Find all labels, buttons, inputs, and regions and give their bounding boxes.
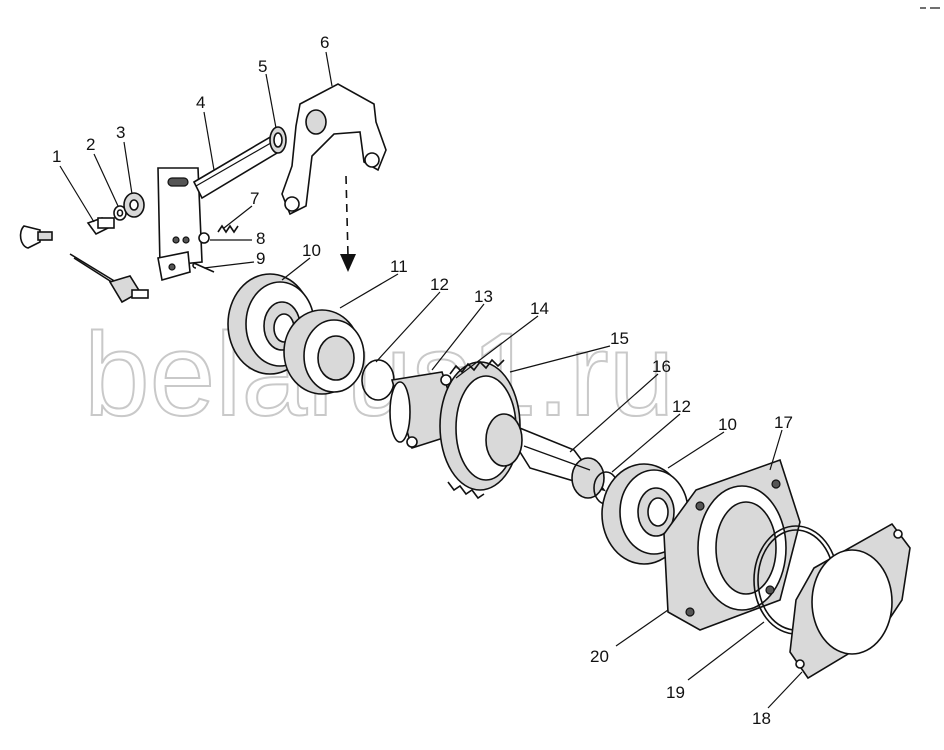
callout-4: 4 [196, 93, 205, 112]
callout-10-right: 10 [718, 415, 737, 434]
callout-9: 9 [256, 249, 265, 268]
part-16-output-shaft [485, 413, 607, 499]
callout-17: 17 [774, 413, 793, 432]
callout-13: 13 [474, 287, 493, 306]
part-6-shift-fork [281, 83, 387, 216]
assembly-direction-arrow [340, 175, 356, 272]
part-4-shift-rod [157, 134, 284, 282]
part-18-gasket [789, 522, 911, 680]
part-9-pin [192, 262, 215, 273]
part-8-ball [198, 232, 210, 244]
part-11-sleeve [283, 309, 365, 395]
callout-16: 16 [652, 357, 671, 376]
callout-12-left: 12 [430, 275, 449, 294]
callout-3: 3 [116, 123, 125, 142]
callout-1: 1 [52, 147, 61, 166]
callout-7: 7 [250, 189, 259, 208]
callout-12-right: 12 [672, 397, 691, 416]
leader-lines [59, 51, 803, 709]
part-3-spacer [123, 192, 145, 218]
part-7-spring [217, 224, 239, 234]
callout-6: 6 [320, 33, 329, 52]
part-20-cover-housing [663, 458, 801, 631]
part-5-collar [269, 126, 287, 154]
callout-11: 11 [390, 257, 408, 276]
connector-fitting [19, 225, 149, 304]
callout-18: 18 [752, 709, 771, 728]
callout-14: 14 [530, 299, 549, 318]
watermark-text: belarus1.ru [84, 309, 674, 441]
callout-labels: 1 2 3 4 5 6 7 8 9 10 11 12 13 14 15 16 1… [52, 33, 793, 728]
callout-15: 15 [610, 329, 629, 348]
callout-5: 5 [258, 57, 267, 76]
callout-20: 20 [590, 647, 609, 666]
part-1-bolt [86, 217, 115, 236]
callout-2: 2 [86, 135, 95, 154]
callout-8: 8 [256, 229, 265, 248]
callout-19: 19 [666, 683, 685, 702]
callout-10-left: 10 [302, 241, 321, 260]
